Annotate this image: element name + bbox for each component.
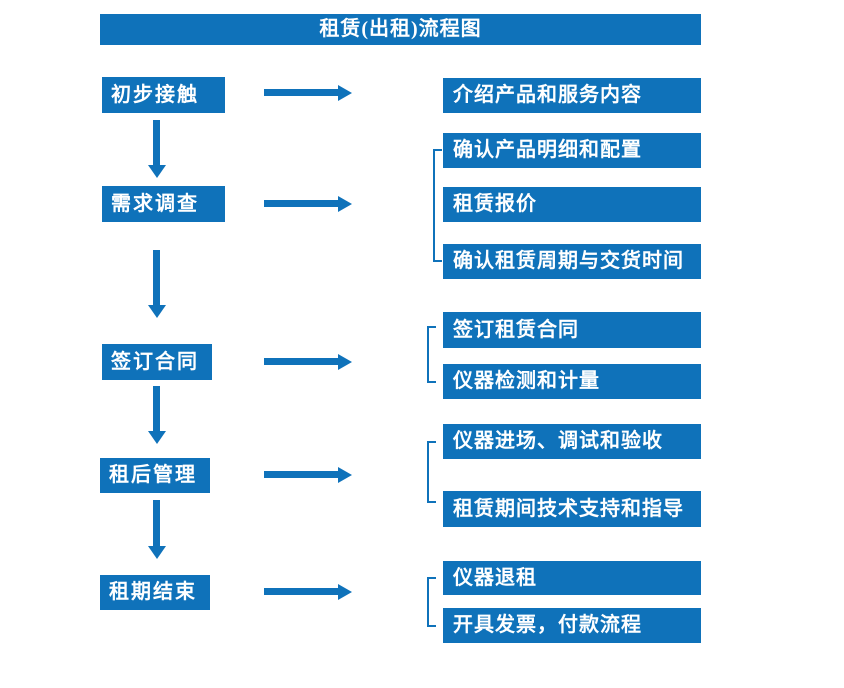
arrow-head xyxy=(338,584,352,600)
output-box-introduce-products: 介绍产品和服务内容 xyxy=(443,78,701,113)
flow-title: 租赁(出租)流程图 xyxy=(100,14,701,45)
arrow-head xyxy=(338,196,352,212)
arrow-stem xyxy=(264,588,338,595)
arrow-stem xyxy=(153,500,160,546)
arrow-stem xyxy=(264,89,338,96)
arrow-head xyxy=(148,305,166,318)
arrow-stem xyxy=(264,358,338,365)
arrow-head xyxy=(338,467,352,483)
output-box-confirm-lease-period: 确认租赁周期与交货时间 xyxy=(443,244,701,279)
arrow-head xyxy=(338,354,352,370)
output-box-rental-quote: 租赁报价 xyxy=(443,187,701,222)
step-box-initial-contact: 初步接触 xyxy=(102,77,225,113)
group-bracket-post-lease xyxy=(427,441,436,503)
arrow-head xyxy=(148,165,166,178)
output-box-confirm-product-details: 确认产品明细和配置 xyxy=(443,133,701,168)
arrow-stem xyxy=(153,250,160,305)
arrow-head xyxy=(338,85,352,101)
output-box-instrument-return: 仪器退租 xyxy=(443,561,701,595)
step-box-demand-survey: 需求调查 xyxy=(102,186,225,222)
output-box-instrument-setup-acceptance: 仪器进场、调试和验收 xyxy=(443,424,701,459)
step-box-sign-contract: 签订合同 xyxy=(102,344,212,380)
group-bracket-lease-end xyxy=(427,577,436,627)
output-box-instrument-testing: 仪器检测和计量 xyxy=(443,364,701,399)
arrow-head xyxy=(148,546,166,559)
group-bracket-sign-contract xyxy=(427,326,436,383)
output-box-technical-support: 租赁期间技术支持和指导 xyxy=(443,491,701,527)
output-box-sign-lease-contract: 签订租赁合同 xyxy=(443,312,701,348)
step-box-lease-end: 租期结束 xyxy=(100,575,210,610)
group-bracket-demand-survey xyxy=(433,149,442,262)
step-box-post-lease-management: 租后管理 xyxy=(100,458,210,493)
output-box-invoice-payment: 开具发票，付款流程 xyxy=(443,608,701,643)
arrow-head xyxy=(148,431,166,444)
arrow-stem xyxy=(153,120,160,165)
arrow-stem xyxy=(153,386,160,431)
arrow-stem xyxy=(264,200,338,207)
arrow-stem xyxy=(264,471,338,478)
